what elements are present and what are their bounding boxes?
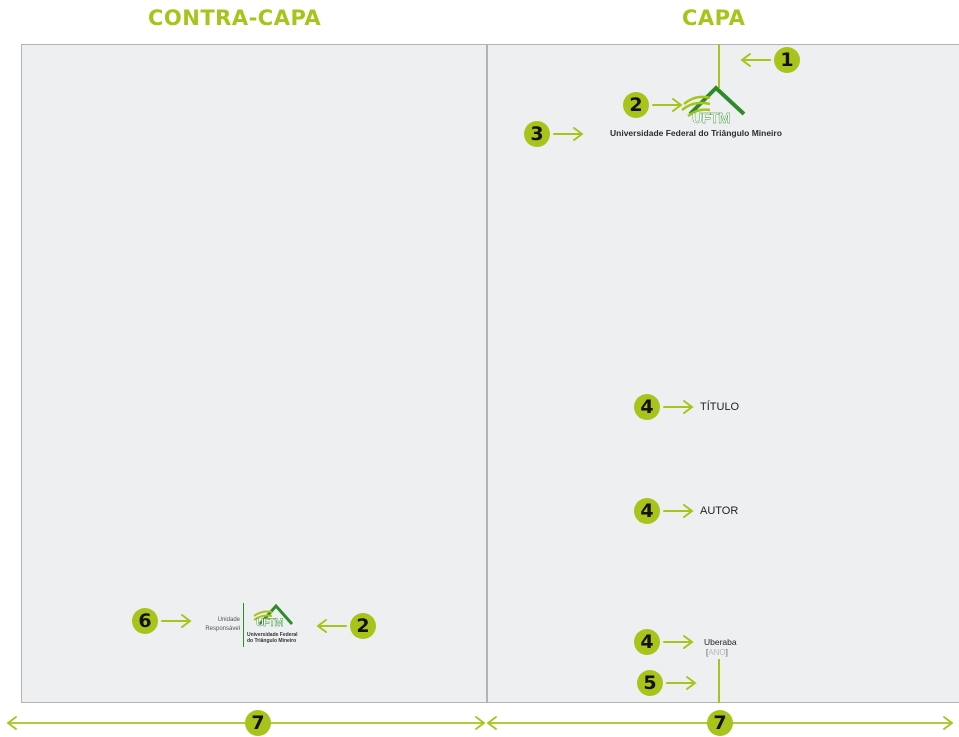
responsible-unit-line1: Unidade	[217, 617, 240, 623]
marker-2-front: 2	[623, 92, 649, 118]
back-logo-line1: Universidade Federal	[247, 632, 298, 638]
bottom-margin-line	[718, 659, 720, 703]
marker-7-back: 7	[245, 710, 271, 736]
back-logo-line2: do Triângulo Mineiro	[247, 638, 297, 644]
responsible-unit: Unidade Responsável	[194, 616, 240, 634]
marker-3: 3	[524, 121, 550, 147]
university-name: Universidade Federal do Triângulo Mineir…	[610, 128, 782, 138]
title-placeholder: TÍTULO	[700, 401, 740, 413]
arrow-right-icon	[663, 400, 694, 414]
front-logo-abbrev: UFTM	[692, 110, 731, 127]
year-bracket-open: [	[706, 648, 709, 657]
top-margin-line	[718, 44, 720, 88]
marker-7-front: 7	[707, 710, 733, 736]
marker-5: 5	[637, 670, 663, 696]
marker-4-title: 4	[634, 394, 660, 420]
arrow-left-icon	[740, 53, 771, 67]
marker-4-author: 4	[634, 498, 660, 524]
arrow-right-icon	[663, 504, 694, 518]
front-cover-page	[487, 44, 959, 703]
arrow-right-icon	[652, 98, 683, 112]
arrow-left-icon	[316, 619, 347, 633]
back-cover-heading: CONTRA-CAPA	[148, 6, 322, 30]
marker-4-city: 4	[634, 629, 660, 655]
arrow-right-icon	[663, 635, 694, 649]
width-dimension-arrows	[6, 716, 954, 730]
arrow-right-icon	[161, 614, 192, 628]
back-logo-name: Universidade Federal do Triângulo Mineir…	[247, 632, 298, 644]
year-placeholder: ANO	[708, 648, 726, 657]
year-bracket-close: ]	[725, 648, 728, 657]
arrow-right-icon	[553, 127, 584, 141]
uftm-small-logo-icon	[253, 603, 294, 625]
responsible-unit-line2: Responsável	[205, 626, 240, 632]
city-label: Uberaba	[704, 637, 737, 647]
arrow-right-icon	[666, 676, 697, 690]
uftm-logo-icon	[681, 85, 746, 117]
back-logo-abbrev: UFTM	[256, 617, 284, 629]
logo-divider	[243, 603, 244, 647]
author-placeholder: AUTOR	[700, 505, 739, 517]
marker-2-back: 2	[350, 613, 376, 639]
front-cover-heading: CAPA	[682, 6, 746, 30]
marker-6: 6	[132, 608, 158, 634]
back-cover-page	[21, 44, 487, 703]
marker-1: 1	[774, 47, 800, 73]
year-line: [ANO]	[706, 648, 728, 657]
